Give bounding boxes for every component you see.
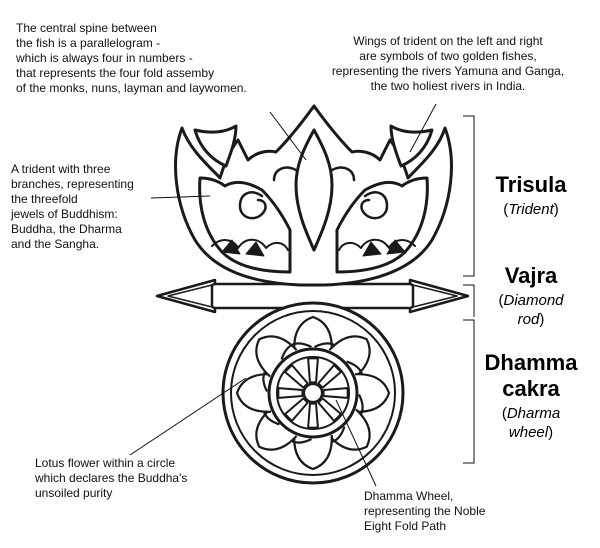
label-cakra: cakra [502, 376, 560, 401]
trisula-trident [174, 104, 453, 287]
wheel-spoke [316, 363, 343, 390]
annotation-wings: Wings of trident on the left and right a… [331, 34, 565, 93]
vajra-left-arrow [155, 278, 217, 314]
bracket-vajra [463, 284, 475, 317]
wheel-spokes [277, 357, 349, 429]
leader-trident [150, 195, 211, 199]
wheel-spoke [283, 363, 310, 390]
right-fish-wing [389, 124, 434, 168]
lotus-inner-petal [280, 342, 312, 360]
label-dhamma: Dhamma [484, 350, 578, 375]
lotus-petal [235, 373, 272, 413]
wheel-spoke [316, 396, 343, 423]
wheel-hub [302, 382, 324, 404]
vajra-right-arrow [408, 278, 470, 314]
annotation-trident: A trident with three branches, represent… [11, 162, 134, 251]
wheel-spoke [307, 402, 319, 429]
wheel-spoke [283, 396, 310, 423]
annotation-wheel: Dhamma Wheel, representing the Noble Eig… [364, 489, 486, 533]
lotus-petal [255, 408, 298, 451]
leader-lotus [129, 377, 247, 456]
label-vajra: Vajra [504, 263, 558, 288]
trident-left-window [198, 176, 292, 274]
lotus-flower [235, 315, 391, 471]
label-trisula-sub: (Trident) [503, 201, 559, 218]
leader-wheel [335, 399, 377, 487]
trident-central-spine [294, 128, 334, 252]
left-fish-wing [193, 124, 238, 168]
leader-lines [129, 103, 437, 487]
lotus-petal [293, 434, 333, 471]
dhamma-cakra [221, 301, 405, 485]
lotus-petal [354, 373, 391, 413]
trident-right-window [335, 176, 429, 274]
leader-wings [409, 103, 437, 153]
annotation-spine: The central spine between the fish is a … [16, 21, 247, 95]
bracket-dhamma [463, 319, 475, 464]
wheel-spoke [322, 387, 349, 399]
section-brackets [463, 115, 475, 464]
wheel-spoke [307, 357, 319, 384]
lotus-petal [328, 335, 371, 378]
lotus-petal [293, 315, 333, 352]
label-trisula: Trisula [495, 172, 567, 197]
annotation-lotus: Lotus flower within a circle which decla… [35, 456, 188, 500]
wheel-spoke [277, 387, 304, 399]
lotus-petal [255, 335, 298, 378]
leader-spine [269, 111, 307, 161]
bracket-trisula [463, 115, 475, 277]
